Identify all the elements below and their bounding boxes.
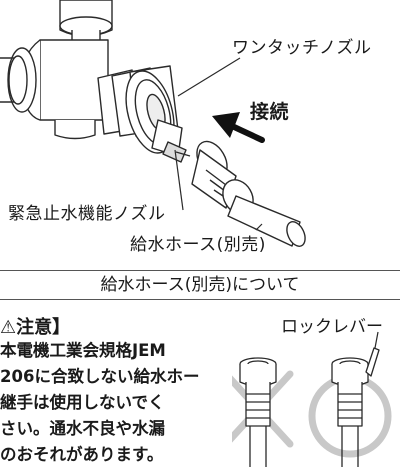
caution-line: 本電機工業会規格JEM: [0, 341, 166, 360]
water-hose: [227, 195, 306, 247]
faucet-body: [0, 39, 109, 140]
one-touch-leader: [177, 57, 241, 97]
caution-line: 継手は使用しないでく: [0, 393, 165, 412]
section-title: 給水ホース(別売)について: [100, 275, 300, 295]
connection-label: 接続: [250, 101, 290, 123]
hose-leader: [255, 223, 263, 231]
coupling-without-lever: [239, 357, 277, 467]
caution-line: さい。通水不良や水漏: [0, 419, 165, 438]
hose-label: 給水ホース(別売): [130, 235, 266, 255]
lock-lever: [365, 347, 380, 377]
caution-line: 206に合致しない給水ホー: [0, 367, 200, 386]
section-header: 給水ホース(別売)について: [0, 270, 400, 300]
faucet-valve-top: [59, 0, 113, 44]
one-touch-nozzle-label: ワンタッチノズル: [232, 38, 372, 58]
caution-line: のおそれがあります。: [0, 445, 164, 464]
caution-title: ⚠注意】: [0, 317, 71, 338]
emergency-stop-nozzle: [151, 119, 191, 163]
coupling-comparison: [232, 331, 392, 467]
connection-arrow: [212, 112, 265, 143]
lock-lever-leader: [374, 331, 379, 349]
faucet-connection-diagram: [0, 0, 306, 247]
coupling-with-lever: [331, 347, 380, 467]
emergency-nozzle-label: 緊急止水機能ノズル: [8, 204, 166, 224]
emergency-leader: [174, 149, 184, 211]
lock-lever-label: ロックレバー: [281, 317, 383, 337]
caution-body: 本電機工業会規格JEM 206に合致しない給水ホー 継手は使用しないでく さい。…: [0, 338, 232, 468]
